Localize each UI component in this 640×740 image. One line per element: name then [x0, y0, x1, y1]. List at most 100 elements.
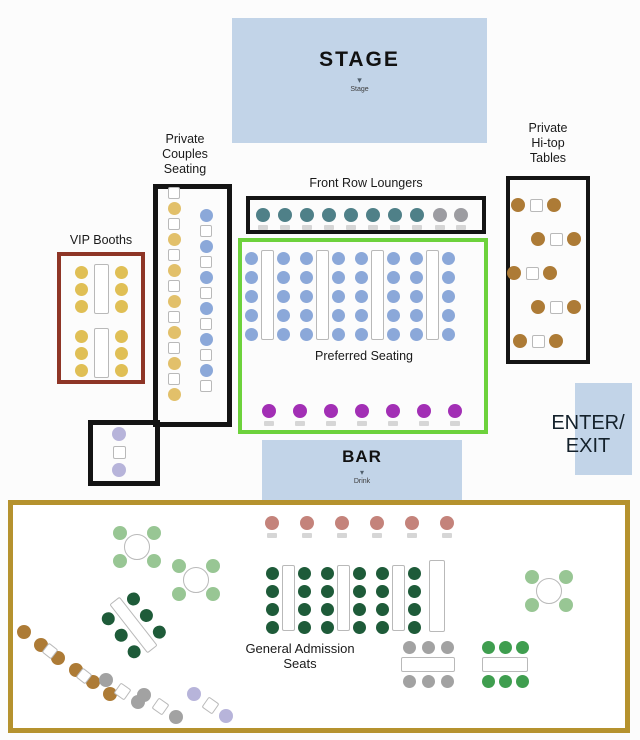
preferred-table-3-seat: [386, 270, 400, 284]
preferred-table-3-seat: [386, 289, 400, 303]
couples-right-seat: [199, 301, 213, 315]
preferred-back-row-seat: [417, 404, 431, 418]
ga-table-green-seat: [481, 674, 495, 688]
front-row-extra-seat: [433, 208, 447, 222]
hitop-1-seat: [547, 198, 561, 212]
private-hitop-label: Private Hi-top Tables: [528, 121, 568, 165]
hitop-5-table: [531, 334, 545, 348]
seat-tag: [295, 421, 305, 426]
ga-table-green-table: [482, 656, 528, 672]
private-couples-label: Private Couples Seating: [162, 132, 208, 176]
seat-tag: [302, 225, 312, 230]
couples-left-seat: [167, 233, 181, 246]
seat-tag: [267, 533, 277, 538]
ga-table-3-table: [391, 565, 405, 631]
ga-table-1-table: [281, 565, 295, 631]
preferred-table-1-seat: [244, 270, 258, 284]
seat-tag: [435, 225, 445, 230]
front-row-loungers-label: Front Row Loungers: [309, 176, 423, 190]
preferred-table-4-seat: [409, 289, 423, 303]
ga-top-row-seat: [440, 516, 454, 530]
ga-table-green-seat: [515, 674, 529, 688]
hitop-3-seat: [543, 266, 557, 280]
vip-booth-1-seat: [114, 282, 128, 296]
ga-table-3-seat: [375, 620, 389, 634]
seat-tag: [442, 533, 452, 538]
ga-table-1-seat: [297, 602, 311, 616]
couples-left-seat: [167, 357, 181, 370]
ga-hitop-row-seat: [17, 625, 31, 639]
vip-booth-1-seat: [114, 299, 128, 313]
general-admission-label: General Admission Seats: [245, 641, 355, 672]
preferred-table-1-table: [260, 250, 274, 340]
couples-annex-seat: [112, 427, 126, 441]
preferred-table-4-seat: [409, 270, 423, 284]
ga-table-3: [374, 565, 423, 634]
ga-table-2-seat: [352, 602, 366, 616]
seat-tag: [326, 421, 336, 426]
stage-sublabel: Stage: [350, 86, 369, 93]
vip-booth-1-table: [93, 264, 109, 314]
front-row-loungers-seat: [322, 208, 336, 222]
vip-booth-1-seat: [74, 299, 88, 313]
seat-tag: [456, 225, 466, 230]
ga-hitop-left-3-seat: [218, 708, 233, 723]
couples-left-table: [168, 218, 180, 230]
couples-left-seat: [167, 295, 181, 308]
ga-round-3-seat: [525, 570, 539, 584]
preferred-table-1-seat: [276, 308, 290, 322]
ga-table-gray-seat: [421, 640, 435, 654]
couples-annex-seat: [112, 463, 126, 477]
preferred-table-4-seat: [441, 270, 455, 284]
ga-table-3-seat: [407, 620, 421, 634]
ga-table-green-seat: [498, 640, 512, 654]
front-row-loungers-outline: [246, 196, 486, 234]
ga-table-1-seat: [265, 584, 279, 598]
seat-tag: [368, 225, 378, 230]
preferred-table-3-seat: [354, 289, 368, 303]
hitop-2-seat: [531, 232, 545, 246]
ga-hitop-row-seat: [103, 687, 117, 701]
stage-marker-icon: ▾: [357, 75, 362, 85]
seat-tag: [407, 533, 417, 538]
ga-table-1-seat: [265, 602, 279, 616]
preferred-back-row-seat: [386, 404, 400, 418]
hitop-5-seat: [549, 334, 563, 348]
bar-label: BAR: [342, 447, 382, 466]
ga-table-gray-seat: [440, 640, 454, 654]
ga-table-3-seat: [407, 584, 421, 598]
preferred-table-4-seat: [409, 327, 423, 341]
ga-table-1-seat: [297, 584, 311, 598]
stage-zone: STAGE ▾ Stage: [232, 18, 487, 143]
bar-sublabel: Drink: [353, 478, 371, 485]
bar-zone: BAR ▾ Drink: [262, 440, 462, 502]
preferred-table-1-seat: [244, 327, 258, 341]
private-couples-outline: [153, 184, 232, 427]
couples-right-seat: [199, 270, 213, 284]
ga-table-gray-seat: [402, 674, 416, 688]
ga-table-1-seat: [297, 566, 311, 580]
seat-tag: [324, 225, 334, 230]
couples-right-table: [200, 348, 212, 361]
seat-tag: [280, 225, 290, 230]
ga-table-3-seat: [407, 602, 421, 616]
ga-round-1-seat: [113, 526, 127, 540]
couples-left-table: [168, 249, 180, 261]
ga-open-table: [429, 560, 445, 632]
front-row-loungers-seat: [388, 208, 402, 222]
hitop-4-table: [549, 300, 563, 314]
front-row-loungers-seat: [256, 208, 270, 222]
ga-hitop-left-2-seat: [168, 709, 183, 724]
vip-booth-2-seat: [74, 346, 88, 360]
couples-left-table: [168, 373, 180, 385]
front-row-loungers-seat: [410, 208, 424, 222]
couples-left-seat: [167, 326, 181, 339]
vip-booth-1-seat: [74, 265, 88, 279]
preferred-table-2-seat: [331, 270, 345, 284]
ga-round-1-seat: [147, 554, 161, 568]
couples-right-seat: [199, 239, 213, 253]
preferred-table-1-seat: [276, 251, 290, 265]
preferred-table-2-seat: [299, 289, 313, 303]
preferred-table-2-seat: [299, 327, 313, 341]
ga-table-2-seat: [352, 566, 366, 580]
